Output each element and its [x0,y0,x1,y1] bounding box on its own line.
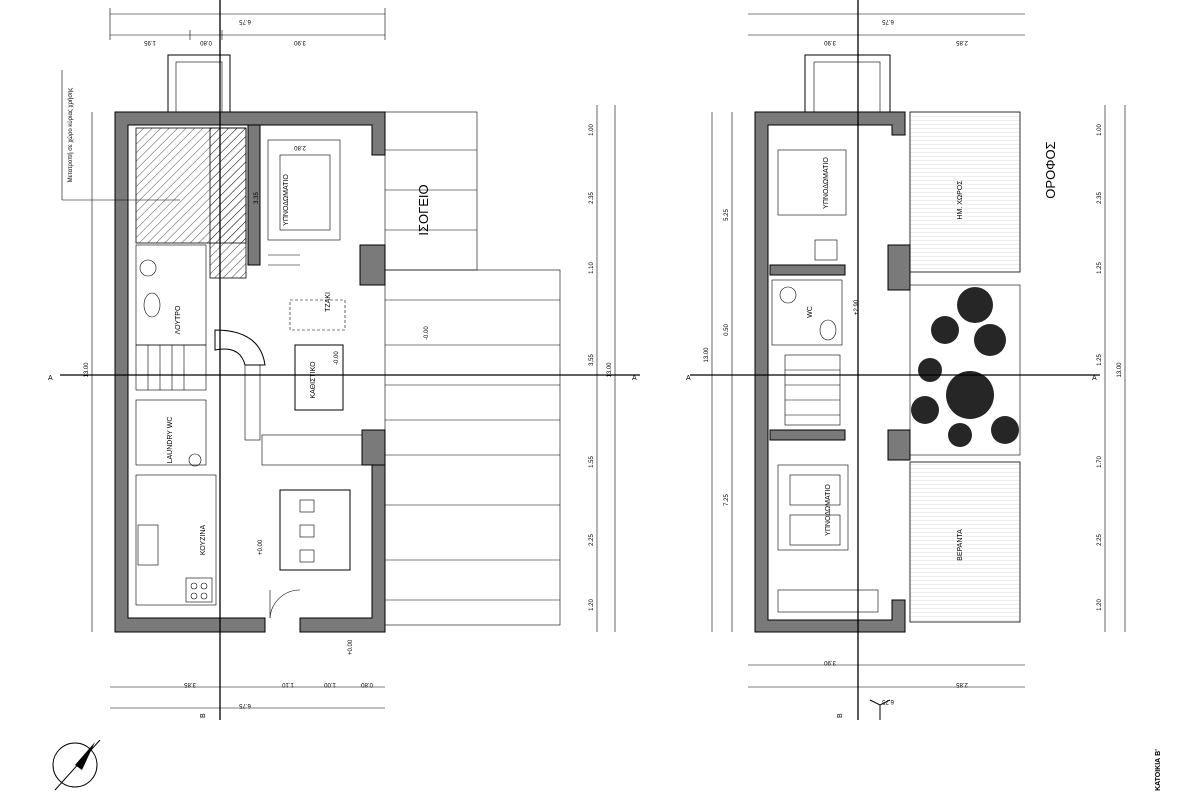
level-kitchen: +0.00 [258,539,264,555]
dim-u-r-6: 2.25 [1097,534,1103,546]
dim-u-r-7: 1.20 [1097,599,1103,611]
conversion-note: Μετατροπή σε χώρο κύριας χρήσης [67,88,74,183]
semi-open-space [909,111,1021,273]
upper-floor-title: ΟΡΟΦΟΣ [1043,141,1058,198]
dim-u-l-3: 0.50 [724,324,730,336]
ground-bottom-dimensions: 3.85 1.10 1.00 0.80 6.75 [110,681,385,709]
dim-b-total: 6.75 [239,702,251,708]
dim-b-1: 3.85 [184,681,196,687]
dim-u-r-2: 2.35 [1097,192,1103,204]
dim-u-l-total: 13.00 [704,347,710,363]
dim-bedroom-w: 2.80 [294,144,306,150]
dim-r-3: 1.10 [589,262,595,274]
upper-bottom-dimensions: 3.90 2.85 6.75 [748,659,1025,704]
dim-u-l-2: 7.25 [724,494,730,506]
dim-bedroom-h: 3.35 [254,192,260,204]
ground-pergola [384,111,561,626]
dim-u-r-4: 1.25 [1097,354,1103,366]
fireplace-label: ΤΖΑΚΙ [325,292,332,312]
dim-r-5: 1.55 [589,456,595,468]
dim-u-top-total: 6.75 [882,18,894,24]
sheet-title: ΚΑΤΟΙΚΙΑ Β' [1155,749,1162,791]
ground-floor-plan: 6.75 1.95 0.80 3.90 Μετατροπή σε χώρο κύ… [48,0,640,720]
upper-bedroom1-label: ΥΠΝΟΔΩΜΑΤΙΟ [823,157,830,209]
level-living: -0.00 [334,351,340,365]
upper-right-dimensions: 1.00 2.35 1.25 1.25 1.70 2.25 1.20 13.00 [1097,105,1126,632]
dim-u-top-1: 2.85 [956,39,968,45]
up-arrow-icon [869,699,891,720]
dim-u-r-total: 13.00 [1117,362,1123,378]
upper-floor-plan: 6.75 2.85 3.90 ΥΠΝΟΔΩΜΑΤΙΟ WC +2.90 [686,0,1126,720]
section-mark-b1: B [200,713,207,718]
dim-top-2: 0.80 [200,39,212,45]
dim-left-total: 13.00 [84,362,90,378]
dim-top-total: 6.75 [239,18,251,24]
section-mark-a1: A [48,375,53,382]
semi-open-label: ΗΜ. ΧΩΡΟΣ [957,180,964,220]
dim-u-top-2: 3.90 [824,39,836,45]
dim-b-4: 0.80 [361,681,373,687]
dim-b-2: 1.10 [282,681,294,687]
living-label: ΚΑΘΙΣΤΙΚΟ [310,361,317,399]
dim-u-l-1: 5.25 [724,209,730,221]
dim-r-6: 2.25 [589,534,595,546]
dim-u-b-1: 3.90 [824,659,836,665]
laundry-label: LAUNDRY WC [167,417,174,464]
ground-right-dimensions: 1.00 2.35 1.10 3.55 1.55 2.25 1.20 13.00 [589,105,616,632]
dim-u-b-2: 2.85 [956,681,968,687]
ground-bedroom-label: ΥΠΝΟΔΩΜΑΤΙΟ [283,174,290,226]
upper-bedroom2-label: ΥΠΝΟΔΩΜΑΤΙΟ [825,484,832,536]
ground-floor-title: ΙΣΟΓΕΙΟ [416,184,431,235]
section-mark-b2: B [837,713,844,718]
level-entry: +0.00 [348,639,354,655]
ground-bath-label: ΛΟΥΤΡΟ [175,305,182,334]
dining-table [279,489,351,571]
bedroom-bed [267,139,341,241]
section-mark-a2: A [632,375,637,382]
kitchen-label: ΚΟΥΖΙΝΑ [200,525,207,556]
north-arrow-icon [52,739,101,791]
dim-r-2: 2.35 [589,192,595,204]
level-deck: -0.00 [424,326,430,340]
dim-b-3: 1.00 [324,681,336,687]
dim-r-total: 13.00 [607,362,613,378]
dim-top-1: 1.95 [144,39,156,45]
dim-r-7: 1.20 [589,599,595,611]
veranda-label: ΒΕΡΑΝΤΑ [957,529,964,561]
veranda [909,461,1021,623]
curved-stair [214,329,266,366]
section-mark-a4: A [1092,375,1097,382]
upper-level: +2.90 [854,299,860,315]
dim-u-r-3: 1.25 [1097,262,1103,274]
upper-exterior-wall [754,111,906,633]
dim-top-3: 3.90 [294,39,306,45]
dim-u-r-5: 1.70 [1097,456,1103,468]
ground-top-dimensions: 6.75 1.95 0.80 3.90 [109,8,386,45]
dim-r-1: 1.00 [589,124,595,136]
upper-top-dimensions: 6.75 2.85 3.90 [748,13,1025,45]
upper-wc-label: WC [807,306,814,318]
dim-r-4: 3.55 [589,354,595,366]
roof-garden-plants [909,284,1021,456]
dim-u-r-1: 1.00 [1097,124,1103,136]
section-mark-a3: A [686,375,691,382]
